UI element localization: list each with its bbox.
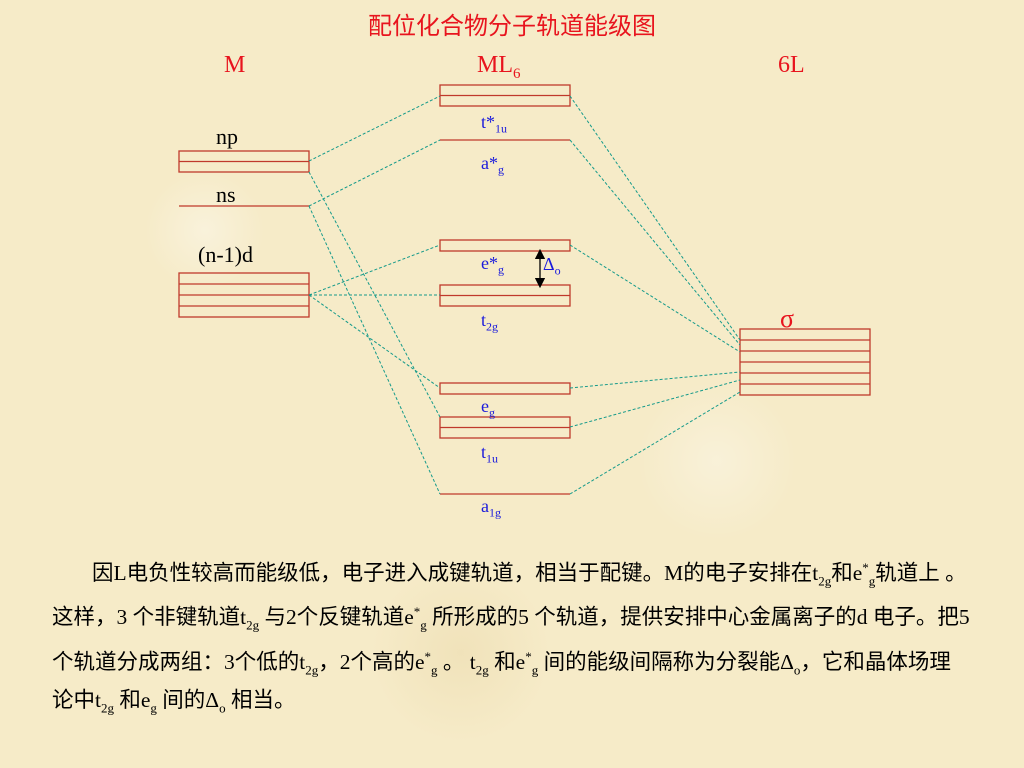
correlation-line: [308, 95, 441, 162]
t1u-star-label: t*1u: [481, 112, 508, 136]
correlation-line: [308, 205, 441, 495]
ligand-header: 6L: [778, 52, 805, 78]
eg-label: eg: [481, 396, 495, 420]
correlation-line: [569, 391, 741, 495]
delta-o-label: Δo: [543, 254, 561, 278]
explanation-paragraph: 因L电负性较高而能级低，电子进入成键轨道，相当于配键。M的电子安排在t2g和e*…: [52, 560, 970, 716]
sigma-label: σ: [780, 304, 795, 333]
eg-star-level: [439, 239, 571, 252]
correlation-line: [308, 171, 441, 418]
correlation-line: [569, 371, 741, 389]
np-label: np: [216, 124, 238, 149]
a1g-label: a1g: [481, 496, 501, 520]
diagram-title: 配位化合物分子轨道能级图: [368, 12, 656, 40]
ns-label: ns: [216, 182, 236, 207]
correlation-line: [569, 139, 741, 346]
t2g-label: t2g: [481, 310, 499, 334]
metal-header: M: [224, 52, 246, 78]
d-label: (n-1)d: [198, 242, 253, 267]
correlation-line: [569, 379, 741, 428]
correlation-line: [308, 244, 441, 296]
correlation-line: [308, 139, 441, 207]
eg-level: [439, 382, 571, 395]
correlation-line: [569, 95, 741, 341]
correlation-line: [569, 244, 741, 353]
mo-diagram: [178, 84, 871, 495]
complex-header: ML6: [477, 52, 521, 82]
correlation-line: [308, 294, 441, 389]
eg-star-label: e*g: [481, 253, 504, 277]
a1g-star-label: a*g: [481, 153, 504, 177]
t1u-label: t1u: [481, 442, 499, 466]
